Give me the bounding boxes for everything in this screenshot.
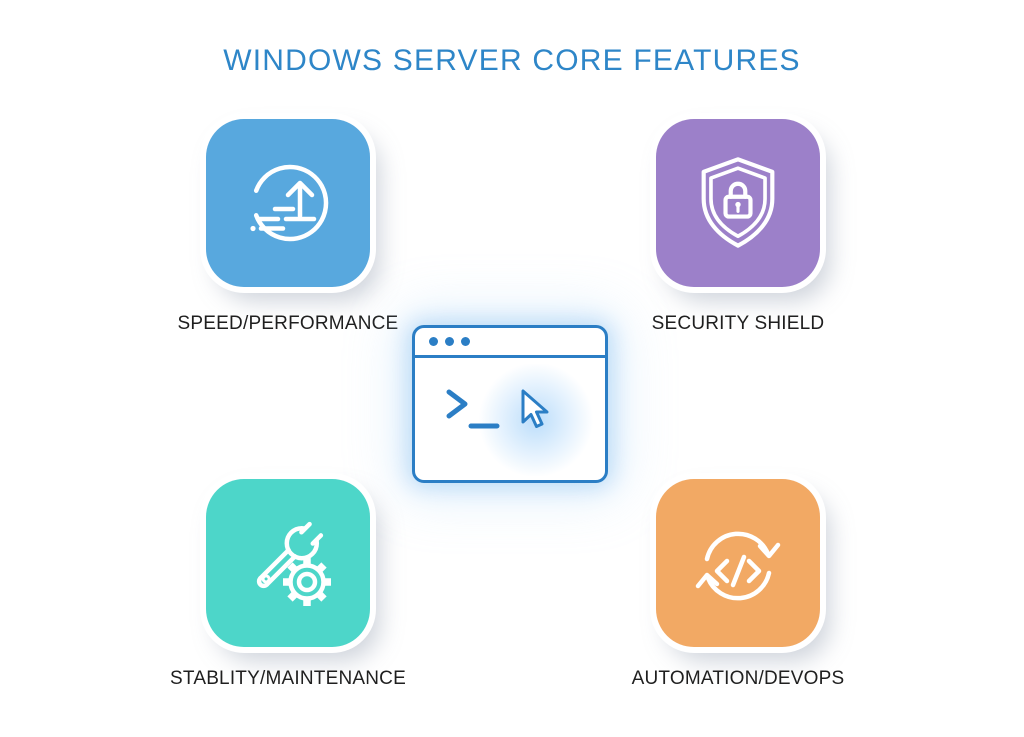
mouse-pointer-icon — [521, 389, 549, 428]
tile-label-speed-performance: SPEED/PERFORMANCE — [177, 313, 399, 334]
speed-circle-up-arrow-icon — [250, 164, 329, 242]
tile-stability-maintenance — [206, 479, 370, 647]
terminal-window-icon — [412, 325, 608, 483]
tile-speed-performance — [206, 119, 370, 287]
window-titlebar-dot — [445, 337, 454, 346]
tile-label-automation-devops: AUTOMATION/DEVOPS — [631, 668, 845, 689]
tile-label-stability-maintenance: STABLITY/MAINTENANCE — [170, 668, 406, 689]
tile-security-shield — [656, 119, 820, 287]
terminal-prompt-icon — [446, 389, 500, 429]
window-titlebar-dot — [461, 337, 470, 346]
window-titlebar — [415, 328, 605, 358]
wrench-gear-icon — [256, 521, 331, 606]
window-titlebar-dot — [429, 337, 438, 346]
tile-automation-devops — [656, 479, 820, 647]
tile-label-security-shield: SECURITY SHIELD — [651, 313, 825, 334]
page-title: WINDOWS SERVER CORE FEATURES — [223, 44, 801, 77]
code-sync-arrows-icon — [695, 531, 781, 601]
shield-lock-icon — [701, 157, 775, 248]
terminal-window-body — [415, 358, 605, 478]
